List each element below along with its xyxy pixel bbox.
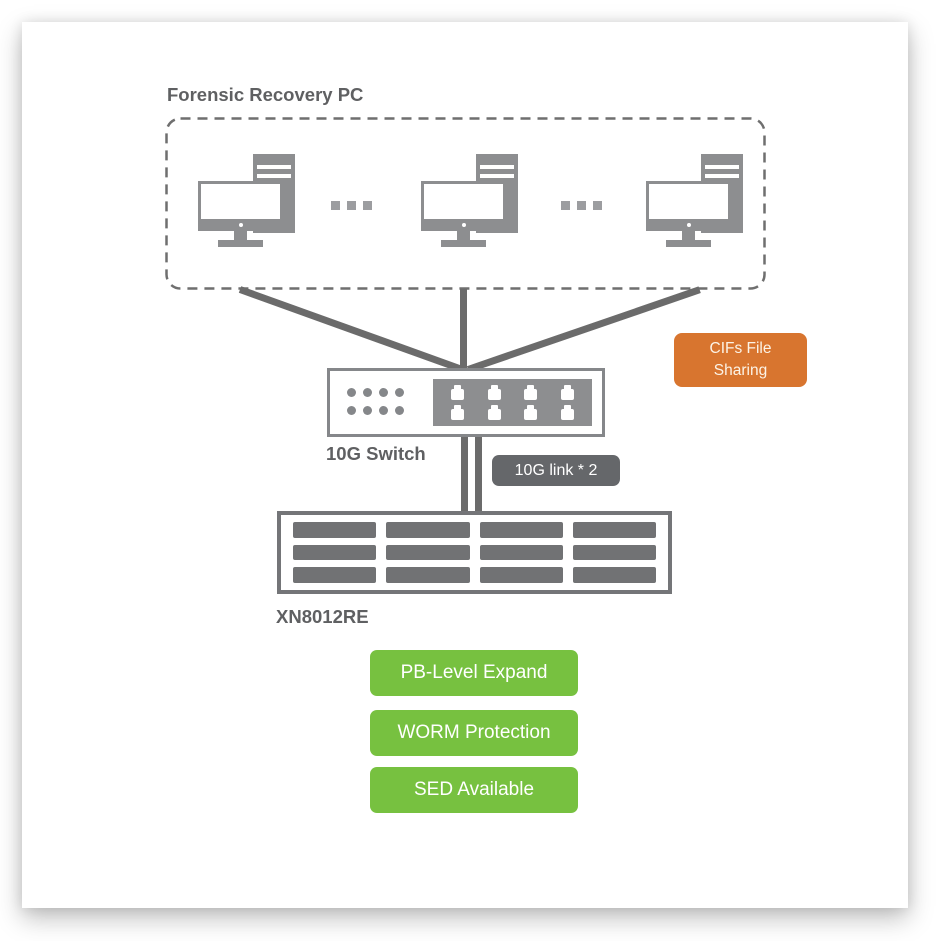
- pc-monitor-icon: [646, 181, 731, 231]
- feature-badge-worm-protection: WORM Protection: [370, 710, 578, 756]
- drive-bay: [572, 544, 656, 561]
- dot: [363, 201, 372, 210]
- uplink-cable-2: [475, 437, 482, 512]
- led-indicator: [347, 388, 356, 397]
- dot: [593, 201, 602, 210]
- ellipsis-dots: [561, 201, 602, 210]
- switch-chassis: [327, 368, 605, 437]
- switch-led-grid: [347, 388, 404, 415]
- connection-line-middle: [460, 289, 467, 370]
- forensic-group-border: [165, 117, 766, 290]
- led-indicator: [379, 406, 388, 415]
- dot: [347, 201, 356, 210]
- ellipsis-dots: [331, 201, 372, 210]
- pc-screen: [201, 184, 280, 219]
- pc-monitor-icon: [421, 181, 506, 231]
- drive-bay: [479, 544, 563, 561]
- pc-screen: [649, 184, 728, 219]
- dot: [561, 201, 570, 210]
- drive-bay: [479, 522, 563, 538]
- pc-monitor-icon: [198, 181, 283, 231]
- cifs-badge-line1: CIFs File: [709, 339, 772, 357]
- pc-icon: [198, 154, 295, 247]
- uplink-cable-1: [461, 437, 468, 512]
- feature-badge-pb-level-expand: PB-Level Expand: [370, 650, 578, 696]
- forensic-group-title: Forensic Recovery PC: [167, 84, 364, 105]
- drive-bay: [386, 544, 470, 561]
- ethernet-port-icon: [561, 384, 575, 400]
- led-indicator: [395, 388, 404, 397]
- drive-bay: [572, 522, 656, 538]
- drive-bay: [479, 567, 563, 583]
- pc-base: [441, 240, 486, 247]
- switch-port-panel: [433, 379, 592, 426]
- led-indicator: [363, 388, 372, 397]
- led-indicator: [395, 406, 404, 415]
- feature-label: PB-Level Expand: [400, 662, 548, 683]
- ethernet-port-icon: [450, 405, 464, 421]
- pc-stand: [682, 231, 695, 241]
- pc-base: [666, 240, 711, 247]
- led-indicator: [347, 406, 356, 415]
- ethernet-port-icon: [450, 384, 464, 400]
- led-indicator: [363, 406, 372, 415]
- drive-bay: [386, 522, 470, 538]
- drive-bay: [293, 567, 377, 583]
- ethernet-port-icon: [524, 384, 538, 400]
- pc-stand: [457, 231, 470, 241]
- feature-label: SED Available: [413, 779, 535, 800]
- drive-bay: [386, 567, 470, 583]
- ethernet-port-icon: [487, 384, 501, 400]
- ethernet-port-icon: [561, 405, 575, 421]
- pc-screen: [424, 184, 503, 219]
- switch-label: 10G Switch: [326, 443, 426, 464]
- feature-label: WORM Protection: [397, 722, 551, 743]
- cifs-badge-line2: Sharing: [713, 362, 768, 379]
- pc-stand: [234, 231, 247, 241]
- dot: [577, 201, 586, 210]
- storage-chassis: [277, 511, 672, 594]
- drive-bay-grid: [293, 522, 656, 583]
- led-indicator: [379, 388, 388, 397]
- ethernet-port-icon: [524, 405, 538, 421]
- pc-icon: [421, 154, 518, 247]
- cifs-file-sharing-badge: CIFs File Sharing: [674, 333, 807, 387]
- pc-base: [218, 240, 263, 247]
- drive-bay: [572, 567, 656, 583]
- link-speed-badge: 10G link * 2: [492, 455, 620, 486]
- drive-bay: [293, 544, 377, 561]
- dot: [331, 201, 340, 210]
- ethernet-port-icon: [487, 405, 501, 421]
- drive-bay: [293, 522, 377, 538]
- feature-badge-sed-available: SED Available: [370, 767, 578, 813]
- pc-icon: [646, 154, 743, 247]
- storage-model-label: XN8012RE: [276, 606, 369, 627]
